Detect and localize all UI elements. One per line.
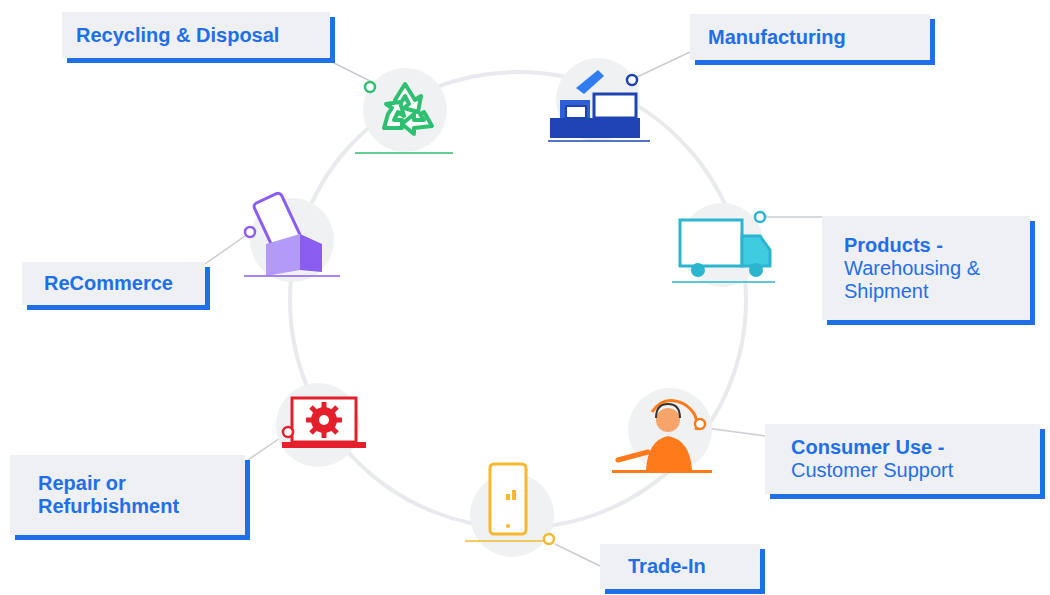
stage-label-box: Products -Warehousing & Shipment [822, 216, 1030, 320]
stage-label-box: Trade-In [600, 544, 760, 589]
support-agent-icon [612, 400, 712, 473]
stage-title: Manufacturing [708, 26, 912, 49]
stage-label-box: Repair or Refurbishment [10, 455, 245, 535]
stage-label-box: Consumer Use -Customer Support [765, 424, 1040, 494]
cycle-ring [290, 72, 746, 528]
stage-label-box: Recycling & Disposal [62, 12, 330, 58]
marker-dot [695, 419, 705, 429]
marker-dot [245, 227, 255, 237]
stage-subtitle: Customer Support [791, 459, 1014, 482]
stage-title: Repair or Refurbishment [38, 472, 217, 518]
stage-title: ReCommerce [44, 272, 183, 295]
stage-title: Products - [844, 234, 1008, 257]
marker-dot [627, 75, 637, 85]
stage-subtitle: Warehousing & Shipment [844, 257, 1008, 303]
recycling-icon [355, 84, 453, 153]
icon-backdrops [250, 58, 764, 557]
marker-dot [283, 427, 293, 437]
phone-icon [465, 464, 545, 541]
stage-title: Recycling & Disposal [76, 24, 316, 47]
truck-icon [672, 220, 775, 282]
leader-lines [205, 52, 822, 566]
laptop-repair-icon [282, 398, 366, 448]
manufacturing-icon [548, 70, 650, 141]
marker-dot [755, 212, 765, 222]
marker-dot [544, 534, 554, 544]
stage-title: Consumer Use - [791, 436, 1014, 459]
stage-label-box: ReCommerce [22, 262, 205, 305]
recommerce-box-icon [244, 192, 340, 276]
stage-label-box: Manufacturing [690, 14, 930, 60]
stage-title: Trade-In [628, 555, 732, 578]
marker-dot [365, 82, 375, 92]
